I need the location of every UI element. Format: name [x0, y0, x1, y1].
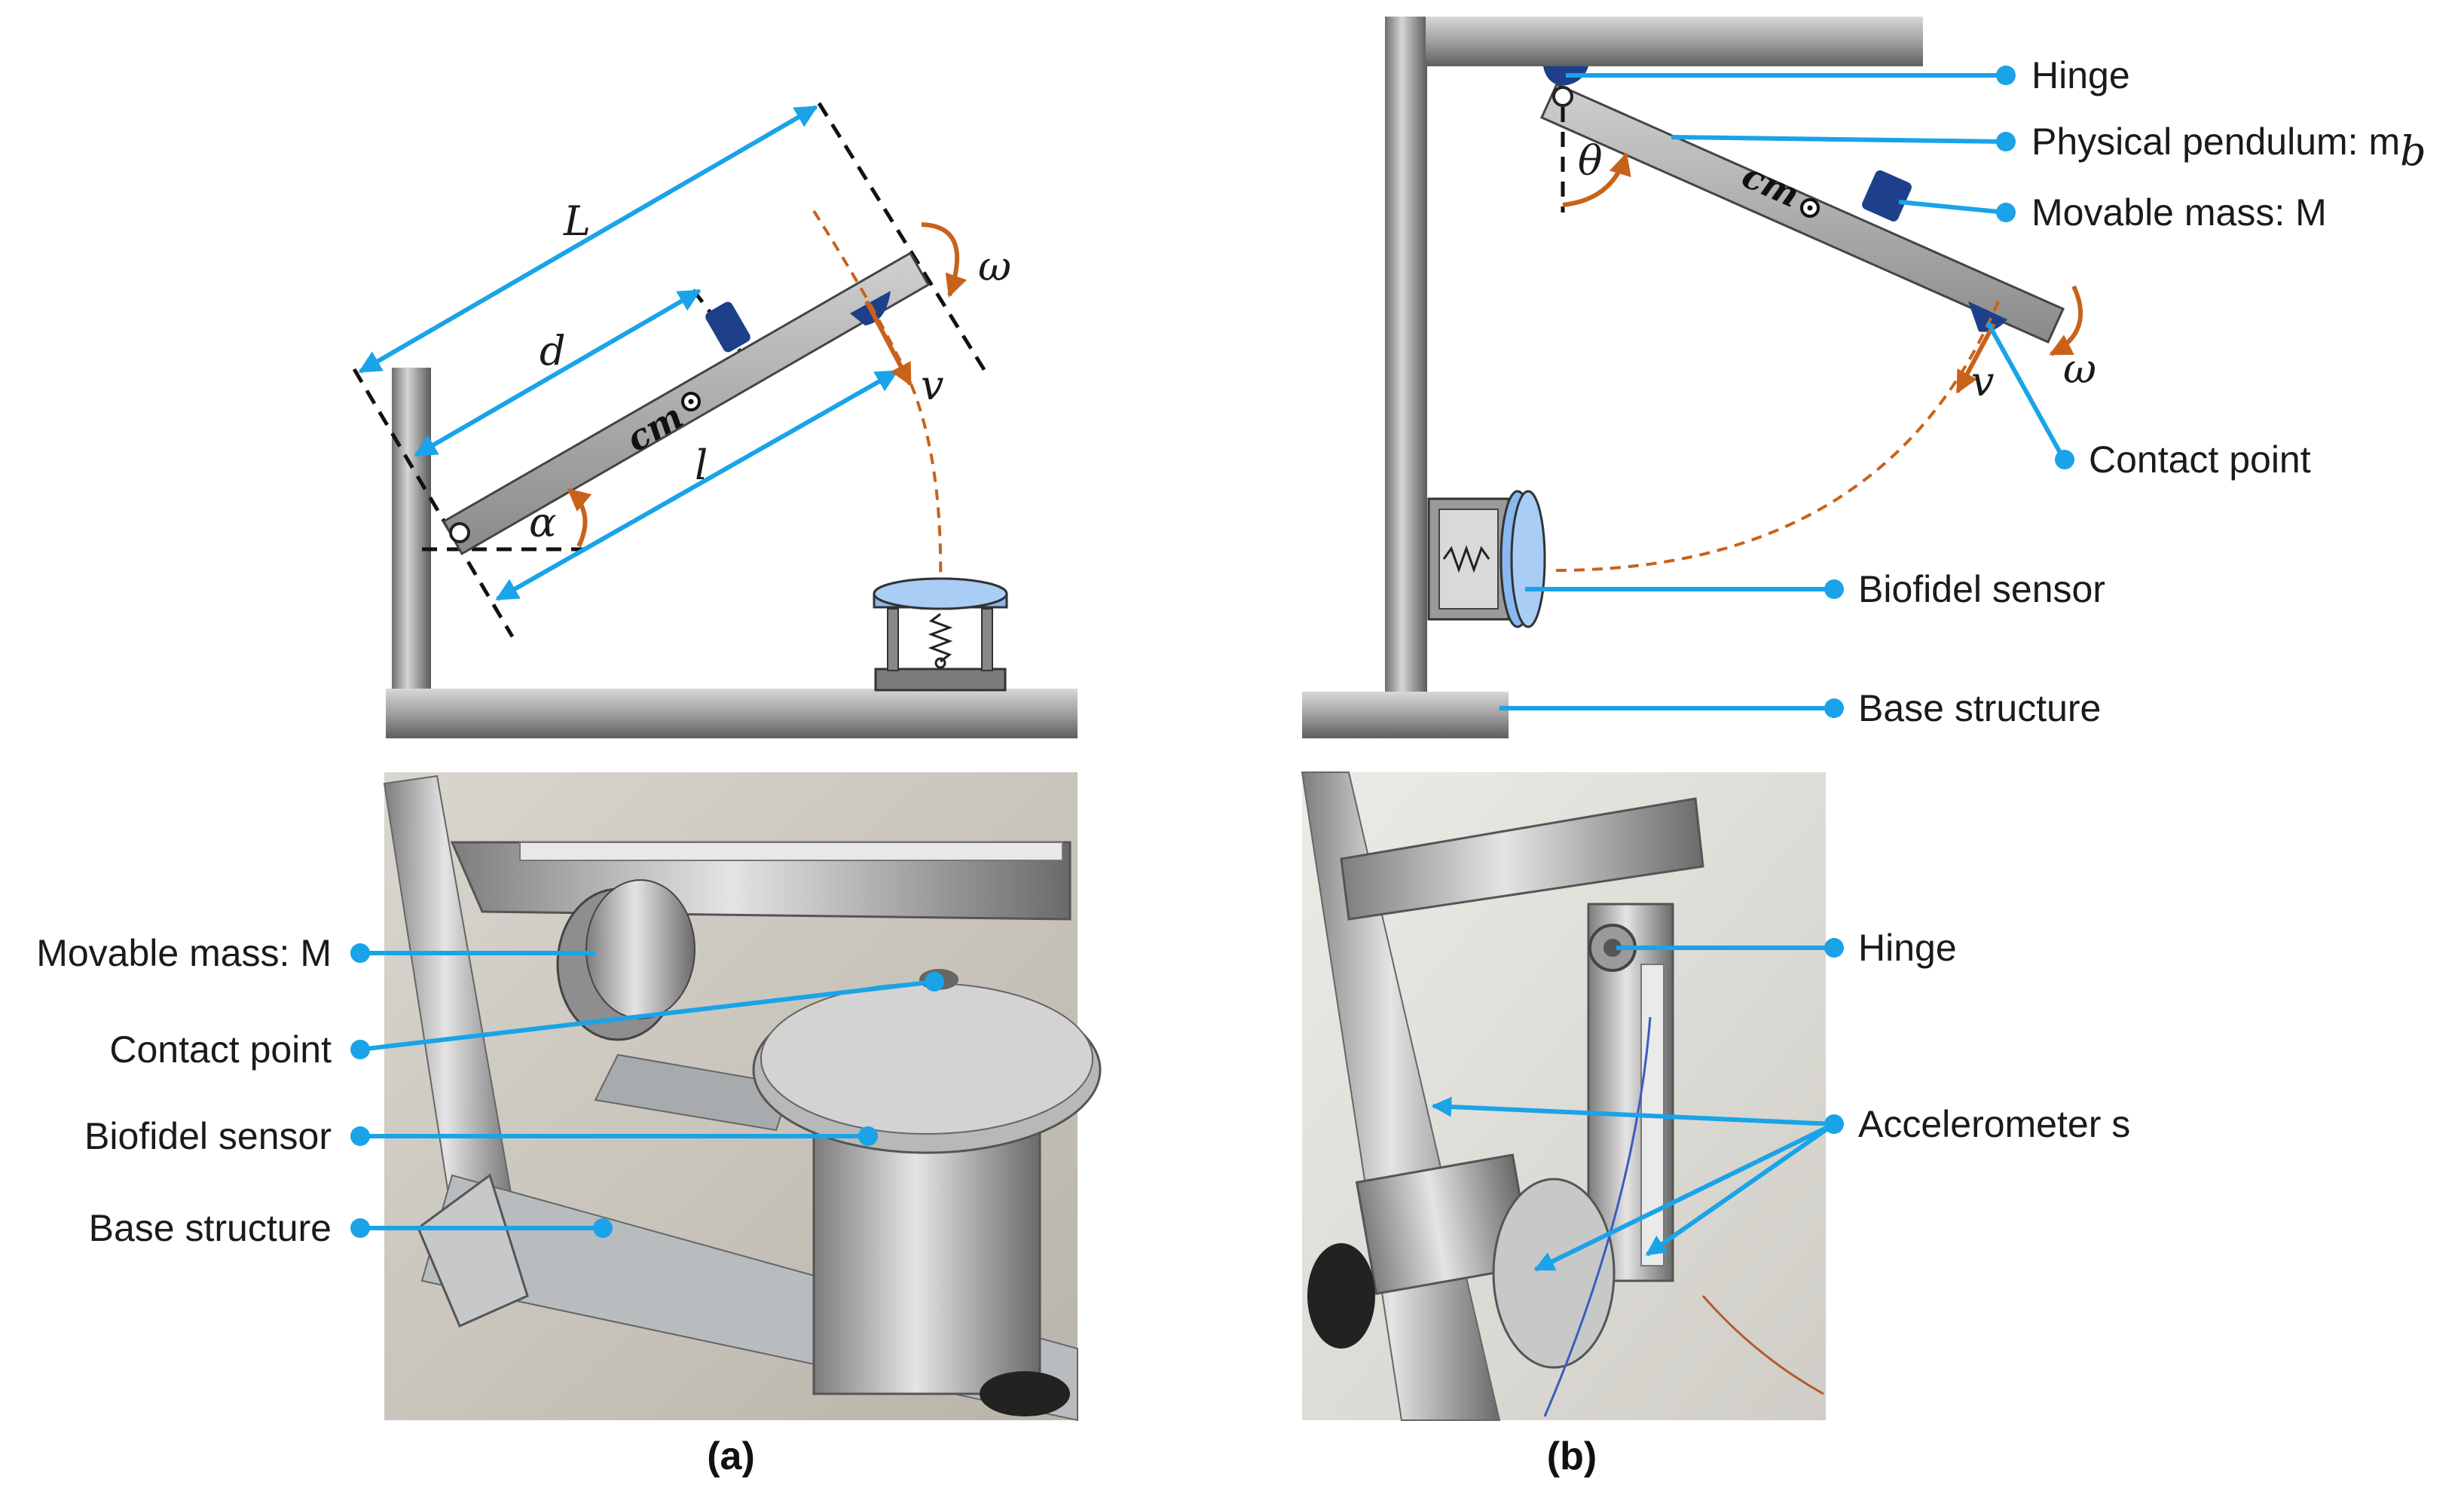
accelerometer-leader: [1645, 1122, 1836, 1257]
symbol-theta: θ: [1578, 137, 1603, 185]
leader-dot: [350, 1040, 370, 1059]
mass-face: [585, 879, 695, 1019]
wire: [1543, 1016, 1652, 1417]
base-plate: [386, 689, 1078, 738]
velocity-arrow: [864, 300, 913, 387]
contact-point-label: Contact point: [109, 1028, 332, 1071]
frame-floor-rail: [594, 1053, 793, 1132]
panel-b-schematic: θ cm ω v Hinge Physical pendulum: mb Mov…: [1302, 17, 2426, 738]
caption-b: (b): [1547, 1435, 1597, 1478]
sensor-face-photo: [1492, 1178, 1616, 1369]
leader-dot: [1824, 698, 1844, 718]
trajectory: [1548, 301, 2000, 573]
dimension-l: [495, 369, 899, 601]
leader-dot: [350, 1218, 370, 1238]
symbol-v: v: [921, 362, 944, 409]
symbol-v: v: [1971, 358, 1995, 405]
leader-dot: [1996, 203, 2016, 222]
top-beam: [1426, 17, 1923, 66]
black-foot: [980, 1371, 1070, 1416]
velocity-arrow: [1955, 322, 1996, 394]
leader-dot: [1824, 1114, 1844, 1134]
contact-point-label: Contact point: [2089, 438, 2311, 481]
base-label: Base structure: [1858, 687, 2101, 729]
panel-b-photo: Hinge Accelerometer s: [1301, 771, 2130, 1421]
movable-mass-label: Movable mass: M: [36, 932, 332, 974]
leader-dot: [1824, 579, 1844, 599]
hinge-label-photo: Hinge: [1858, 927, 1957, 969]
movable-mass-label: Movable mass: M: [2031, 191, 2327, 234]
symbol-omega: ω: [978, 243, 1011, 290]
sensor-top-face: [760, 982, 1093, 1135]
contact-point: [1968, 301, 2007, 332]
alpha-arc: [567, 487, 592, 548]
leader-dot: [1996, 66, 2016, 85]
leader-dot: [350, 943, 370, 963]
sensor-label: Biofidel sensor: [1858, 568, 2105, 610]
hinge-label: Hinge: [2031, 54, 2130, 96]
base-label: Base structure: [89, 1207, 332, 1249]
pivot: [1552, 86, 1573, 107]
leader-dot: [925, 972, 944, 991]
hinge-bolt: [1603, 939, 1622, 957]
sensor-wall-mount: [1427, 490, 1546, 628]
sensor-stand: [873, 577, 1008, 692]
leader-dot: [1996, 132, 2016, 151]
theta-arc: [1562, 152, 1631, 207]
omega-arc: [921, 222, 968, 298]
panel-a-photo: Movable mass: M Contact point Biofidel s…: [36, 772, 1102, 1422]
symbol-alpha: α: [529, 499, 556, 546]
wire: [1701, 1295, 1824, 1395]
cm-marker-dot: [1807, 205, 1813, 211]
caption-a: (a): [707, 1435, 755, 1478]
panel-a-schematic: cm L d l α ω v: [352, 102, 1078, 738]
accelerometers-label: Accelerometer s: [1858, 1103, 2130, 1145]
symbol-omega: ω: [2063, 345, 2096, 393]
symbol-L: L: [563, 197, 591, 245]
post: [392, 368, 431, 690]
leader-dot: [2055, 450, 2074, 469]
symbol-l: l: [695, 442, 708, 489]
omega-arc: [2049, 285, 2083, 356]
leader-dot: [350, 1126, 370, 1146]
pivot: [449, 522, 470, 543]
post: [1385, 17, 1427, 693]
trajectory: [812, 209, 943, 588]
cm-marker-dot: [688, 399, 694, 405]
accelerometer-leader: [1533, 1122, 1836, 1272]
pendulum-leader: [1671, 135, 2007, 144]
movable-mass: [1862, 170, 1912, 222]
black-cable-boot: [1307, 1243, 1375, 1349]
symbol-d: d: [540, 327, 566, 374]
contact-leader: [359, 979, 935, 1052]
beam-ruler: [519, 842, 1063, 861]
movable-mass-leader: [1898, 200, 2007, 215]
top-beam-photo: [1340, 797, 1704, 921]
movable-mass: [705, 301, 751, 353]
base-plate: [1302, 692, 1509, 738]
leader-dot: [1824, 938, 1844, 958]
corner-bracket: [417, 1173, 529, 1328]
contact-point-leader: [1986, 321, 2065, 460]
pendulum-label: Physical pendulum: mb: [2031, 121, 2426, 175]
leader-dot: [858, 1126, 878, 1146]
dashed-line: [817, 102, 989, 376]
dashed-line: [352, 368, 515, 638]
accelerometer-leader: [1431, 1096, 1835, 1126]
sensor-label: Biofidel sensor: [84, 1115, 332, 1157]
leader-dot: [593, 1218, 613, 1238]
